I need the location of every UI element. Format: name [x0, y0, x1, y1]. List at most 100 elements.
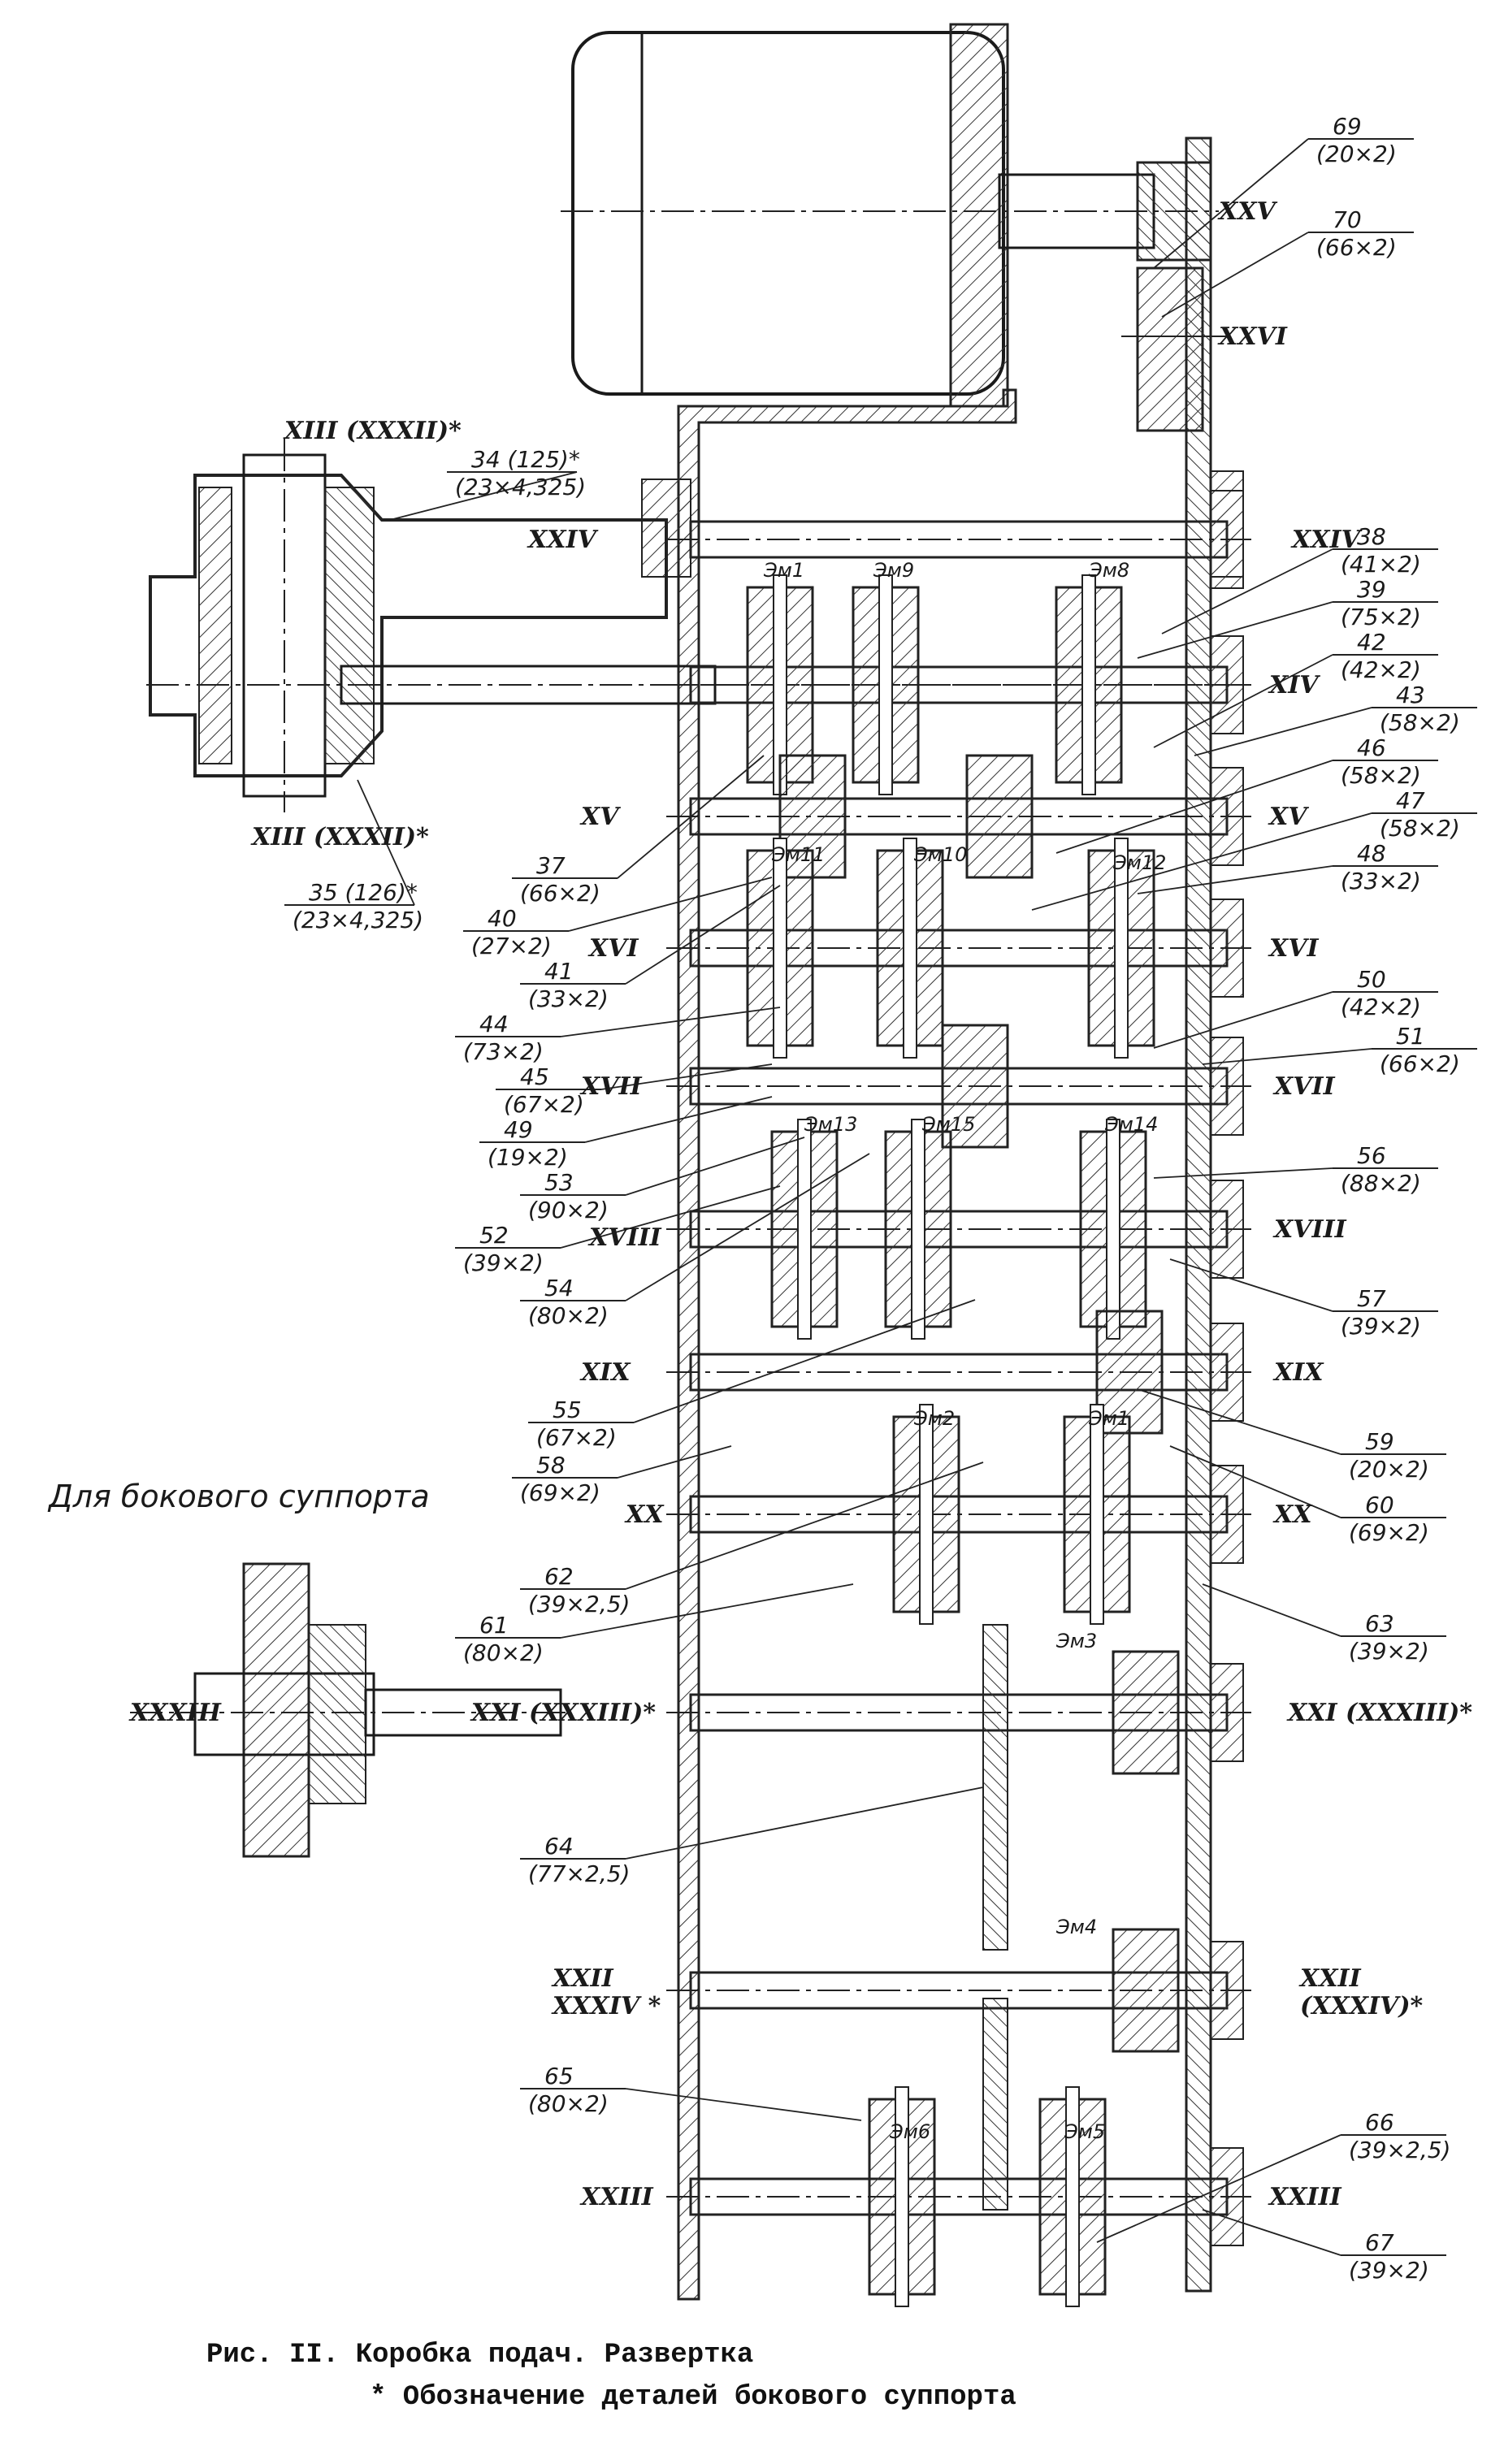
callout-51: 51(66×2) [1372, 1023, 1477, 1077]
clutch-disc [1081, 574, 1096, 795]
shaft-label: XIX [1272, 1358, 1324, 1387]
leader-line [625, 1153, 870, 1301]
gear-spec: (80×2) [528, 1302, 609, 1329]
part-number: 62 [544, 1563, 574, 1590]
part-number: 65 [544, 2063, 574, 2089]
clutch-label: Эм2 [913, 1407, 955, 1430]
leader-line [625, 1137, 805, 1196]
clutch-disc [773, 838, 787, 1059]
part-number: 53 [544, 1169, 574, 1196]
gear-spec: (42×2) [1341, 994, 1421, 1020]
part-number: 37 [536, 852, 566, 879]
leader-line [617, 1445, 732, 1479]
figure-caption: Рис. II. Коробка подач. Развертка [206, 2340, 754, 2371]
clutch-disc [1065, 2086, 1080, 2307]
part-number: 49 [504, 1116, 533, 1143]
shaft-label: XXIV [1290, 526, 1363, 554]
callout-45: 45(67×2) [496, 1063, 601, 1118]
figure-footnote: * Обозначение деталей бокового суппорта [370, 2382, 1016, 2413]
shafts [666, 490, 1251, 2246]
part-number: 54 [544, 1275, 574, 1301]
shaft-label: XVI [1268, 934, 1320, 963]
bearing-cover [1210, 635, 1244, 734]
callout-70: 70(66×2) [1308, 206, 1414, 261]
callout-46: 46(58×2) [1333, 734, 1438, 789]
leader-line [560, 1007, 781, 1037]
shaft-label: XX [1272, 1500, 1313, 1529]
part-number: 51 [1396, 1023, 1425, 1050]
side-support-assembly [130, 1562, 569, 1858]
gear-spec: (66×2) [1380, 1050, 1460, 1077]
leader-line [1194, 707, 1372, 756]
leader-line [1161, 232, 1309, 318]
leader-line [1137, 601, 1333, 659]
leader-line [1202, 1583, 1341, 1637]
clutch-label: Эм1 [1088, 1407, 1129, 1430]
callout-39: 39(75×2) [1333, 576, 1438, 630]
gear-spec: (80×2) [528, 2090, 609, 2117]
shaft-label: XIII (XXXII)* [283, 417, 462, 445]
shaft-label: XIV [1268, 671, 1320, 699]
callout-65: 65(80×2) [520, 2063, 626, 2117]
part-number: 42 [1357, 629, 1386, 656]
shaft-label: XVII [1272, 1072, 1336, 1101]
leader-line [1137, 865, 1333, 894]
gear [941, 1024, 1009, 1149]
gear-spec: (39×2) [1349, 2257, 1429, 2284]
clutch-label: Эм15 [921, 1113, 975, 1136]
callout-38: 38(41×2) [1333, 523, 1438, 578]
gear-spec: (77×2,5) [528, 1860, 630, 1887]
bearing-cover [1210, 899, 1244, 998]
shaft-label: XV [1268, 803, 1309, 831]
callout-67: 67(39×2) [1341, 2229, 1446, 2284]
leader-line [625, 1462, 984, 1590]
shaft-label: XVI [587, 934, 639, 963]
clutch-label: Эм9 [873, 559, 914, 582]
leader-line [617, 755, 765, 879]
callout-59: 59(20×2) [1341, 1428, 1446, 1483]
gear-spec: (23×4,325) [293, 907, 423, 933]
callout-61: 61(80×2) [455, 1612, 561, 1666]
shaft-label: XXVI [1217, 323, 1288, 351]
leader-line [625, 885, 781, 985]
gear-spec: (66×2) [520, 880, 600, 907]
bearing-cover [1210, 1941, 1244, 2040]
callout-53: 53(90×2) [520, 1169, 626, 1223]
leader-line [1055, 760, 1333, 854]
gear-spec: (23×4,325) [455, 474, 586, 500]
clutch-label: Эм8 [1088, 559, 1129, 582]
gear [1095, 1310, 1164, 1435]
shaft-label: XVIII [587, 1223, 662, 1252]
leader-line [560, 1185, 781, 1249]
shaft-label: XIX [579, 1358, 631, 1387]
part-number: 46 [1357, 734, 1386, 761]
callouts: 69(20×2)70(66×2)38(41×2)39(75×2)42(42×2)… [284, 113, 1477, 2284]
part-number: 60 [1365, 1492, 1394, 1518]
callout-58: 58(69×2) [512, 1452, 618, 1506]
part-number: 61 [479, 1612, 509, 1639]
gear-spec: (39×2) [463, 1249, 544, 1276]
motor [561, 23, 1227, 432]
shaft-label: XXIII [579, 2183, 654, 2211]
leader-line [1096, 2134, 1341, 2243]
clutch-disc [903, 838, 917, 1059]
bearing-cover [1210, 1663, 1244, 1762]
clutch-label: Эм4 [1055, 1916, 1097, 1938]
gear-spec: (80×2) [463, 1639, 544, 1666]
callout-66: 66(39×2,5) [1341, 2109, 1450, 2163]
leader-lines [357, 138, 1372, 2256]
callout-44: 44(73×2) [455, 1011, 561, 1065]
part-number: 70 [1333, 206, 1362, 233]
gear-web [982, 1998, 1008, 2211]
clutch-label: Эм3 [1055, 1630, 1097, 1652]
shaft-label: XV [579, 803, 621, 831]
leader-line [1202, 1048, 1372, 1065]
leader-line [1031, 812, 1372, 911]
gear-spec: (69×2) [1349, 1519, 1429, 1546]
callout-35: 35 (126)*(23×4,325) [284, 879, 423, 933]
leader-line [1169, 1445, 1341, 1518]
leader-line [1153, 654, 1333, 748]
